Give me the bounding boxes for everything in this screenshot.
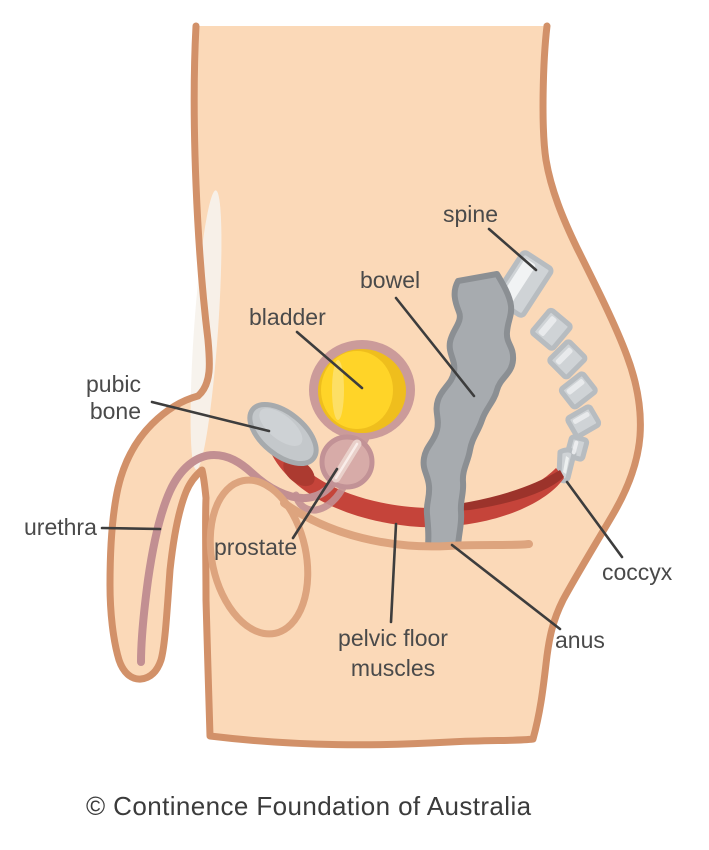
pointer-line-bladder [295,330,364,390]
label-pubic-bone: pubic bone [86,371,141,425]
pointer-line-coccyx [565,480,624,559]
label-urethra: urethra [24,514,97,540]
spine-highlight-streaks [501,259,590,474]
label-bowel: bowel [360,267,421,293]
scrotum-outline [206,476,312,638]
label-pelvic-floor-line2: muscles [350,655,436,681]
label-anus: anus [555,627,605,653]
pointer-line-pelvic-floor [389,522,398,624]
label-pubic-bone-line2: bone [89,398,141,424]
pointer-line-pubic-bone [150,400,271,433]
spine-shape [492,250,602,484]
label-bladder: bladder [249,304,326,330]
pointer-line-anus [450,543,562,631]
label-coccyx: coccyx [602,559,673,585]
pubic-bone-shape [247,402,319,466]
label-spine: spine [443,201,498,227]
body-outline [106,22,644,749]
buttock-crease-line [280,499,533,551]
pointer-line-prostate [291,467,339,540]
label-prostate: prostate [214,534,298,560]
label-pelvic-floor-muscles: pelvic floor muscles [310,623,476,683]
copyright-credit: © Continence Foundation of Australia [86,791,532,821]
label-pelvic-floor-line1: pelvic floor [338,625,448,651]
pointer-line-bowel [394,296,476,398]
pointer-line-urethra [100,526,162,531]
pointer-line-spine [487,227,538,272]
pointer-lines [100,227,624,631]
label-pubic-bone-line1: pubic [86,371,141,397]
